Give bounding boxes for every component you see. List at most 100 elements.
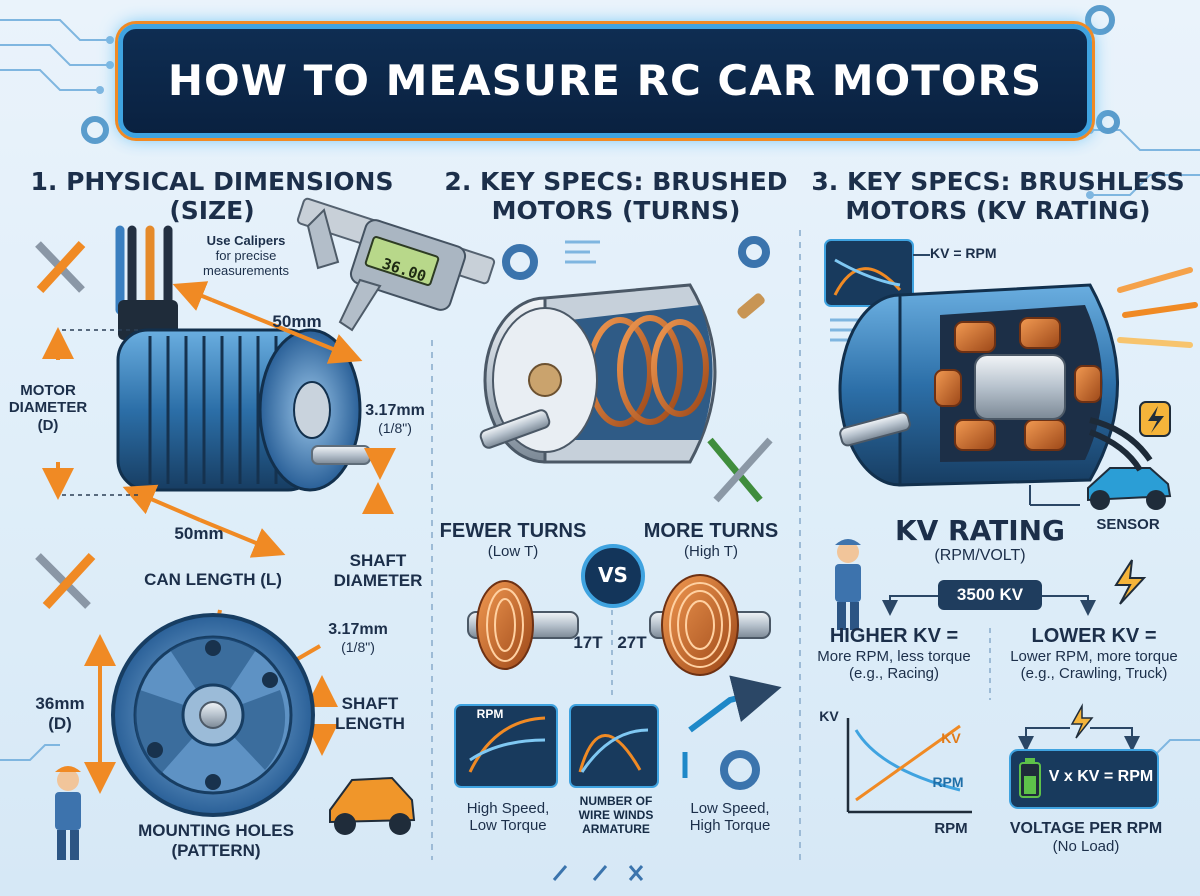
formula-box <box>1009 749 1159 809</box>
calipers-note-line1: Use Calipers <box>206 233 286 248</box>
mounting-holes-line1: MOUNTING HOLES <box>138 821 294 840</box>
kv-rating-sub: (RPM/VOLT) <box>934 547 1026 565</box>
high-speed-caption-line2: Low Torque <box>469 817 547 835</box>
armature-high-turns <box>649 574 771 676</box>
high-turns-value: 27T <box>617 633 647 652</box>
rpm-graph-label: RPM <box>476 707 504 721</box>
higher-kv-line1: More RPM, less torque <box>817 648 971 665</box>
kv-equals-rpm: KV = RPM <box>930 245 997 261</box>
can-length-label: CAN LENGTH (L) <box>144 570 282 589</box>
circuit-traces <box>0 19 1200 761</box>
lower-kv-line2: (e.g., Crawling, Truck) <box>1020 665 1168 683</box>
tools-icon <box>707 437 773 503</box>
motor-diameter-line3: (D) <box>37 416 59 434</box>
kv-example-badge: 3500 KV <box>938 580 1042 610</box>
motor-diameter-line2: DIAMETER <box>8 399 88 417</box>
section-2-heading-line2: MOTORS (TURNS) <box>491 195 741 225</box>
higher-kv-line2: (e.g., Racing) <box>848 665 940 683</box>
voltage-per-rpm-sub: (No Load) <box>1052 838 1120 856</box>
more-turns-label: MORE TURNS (High T) <box>636 520 786 560</box>
low-speed-caption: Low Speed, High Torque <box>668 800 792 835</box>
calipers <box>296 197 496 332</box>
kv-mini-graph <box>824 239 914 307</box>
kv-rating-title: KV RATING <box>894 514 1066 547</box>
brushless-motor-cutaway <box>838 283 1153 487</box>
section-2-heading: 2. KEY SPECS: BRUSHED MOTORS (TURNS) <box>436 167 796 226</box>
armature-low-turns <box>467 580 579 670</box>
higher-kv-title: HIGHER KV = <box>829 625 959 647</box>
speed-streaks <box>1117 267 1198 348</box>
top-length-label: 50mm <box>272 312 322 331</box>
kv-chart-kv-line-label: KV <box>941 730 961 746</box>
wire-winds-caption-line2: WIRE WINDS <box>578 807 654 822</box>
lower-kv-title: LOWER KV = <box>1031 625 1157 647</box>
shaft-size-top-sub: (1/8") <box>378 420 412 437</box>
shaft-diameter-line2: DIAMETER <box>333 570 423 590</box>
fewer-turns-title: FEWER TURNS <box>439 520 587 542</box>
more-turns-title: MORE TURNS <box>643 520 779 542</box>
motor-diameter-line1: MOTOR <box>20 382 76 399</box>
kv-chart-rpm-line-label: RPM <box>932 774 964 790</box>
gear-icon <box>502 236 770 790</box>
kv-rating-block: KV RATING (RPM/VOLT) <box>880 514 1080 566</box>
mechanic-figure-right <box>835 539 861 630</box>
wire-winds-caption-line3: ARMATURE <box>582 821 650 836</box>
calipers-note-line3: measurements <box>203 262 289 278</box>
fewer-turns-label: FEWER TURNS (Low T) <box>438 520 588 560</box>
section-3-heading-line2: MOTORS (KV RATING) <box>845 195 1151 225</box>
battery-icon <box>1019 758 1041 798</box>
lightning-icon <box>1139 401 1171 437</box>
shaft-size-top-value: 3.17mm <box>365 402 425 419</box>
bottom-length-label: 50mm <box>174 524 224 543</box>
section-3-heading-line1: 3. KEY SPECS: BRUSHLESS <box>811 167 1185 196</box>
torque-graph-middle <box>569 704 659 788</box>
shaft-size-face: 3.17mm (1/8") <box>318 621 398 655</box>
wrench-icon <box>35 240 86 294</box>
kv-chart-y-label: KV <box>819 708 839 724</box>
more-turns-sub: (High T) <box>684 543 738 560</box>
motor-side-view <box>116 328 371 492</box>
rc-car-icon-blue <box>1087 467 1172 510</box>
section-1-heading-line1: 1. PHYSICAL DIMENSIONS <box>30 167 394 196</box>
motor-wires <box>115 225 173 315</box>
vs-label: VS <box>598 563 628 587</box>
face-diameter-sub: (D) <box>48 713 72 733</box>
shaft-diameter-line1: SHAFT <box>349 551 407 570</box>
title-banner: HOW TO MEASURE RC CAR MOTORS <box>118 24 1092 138</box>
gear-icon <box>81 5 1120 144</box>
high-speed-caption-line1: High Speed, <box>466 800 550 817</box>
screwdriver-icon <box>35 552 96 610</box>
shaft-size-top: 3.17mm (1/8") <box>360 402 430 436</box>
voltage-per-rpm-title: VOLTAGE PER RPM <box>1009 820 1163 837</box>
kv-rpm-chart <box>846 718 972 814</box>
high-speed-caption: High Speed, Low Torque <box>448 800 568 835</box>
footer-tools-icon <box>552 865 644 881</box>
lower-kv-block: LOWER KV = Lower RPM, more torque (e.g.,… <box>996 625 1192 683</box>
section-3-heading: 3. KEY SPECS: BRUSHLESS MOTORS (KV RATIN… <box>808 167 1188 226</box>
shaft-size-face-sub: (1/8") <box>341 639 375 656</box>
face-diameter-label: 36mm (D) <box>28 694 92 733</box>
vs-badge <box>581 544 645 608</box>
mounting-holes-label: MOUNTING HOLES (PATTERN) <box>118 821 314 860</box>
low-speed-caption-line1: Low Speed, <box>690 800 770 817</box>
face-diameter-value: 36mm <box>35 694 85 713</box>
low-turns-value: 17T <box>573 633 603 652</box>
higher-kv-block: HIGHER KV = More RPM, less torque (e.g.,… <box>804 625 984 683</box>
mounting-holes-line2: (PATTERN) <box>171 840 261 860</box>
shaft-diameter-label: SHAFT DIAMETER <box>328 551 428 590</box>
rc-car-icon-orange <box>329 776 416 835</box>
trend-arrow <box>688 675 782 733</box>
kv-chart-x-label: RPM <box>934 820 968 837</box>
text-lines-icon <box>565 240 600 264</box>
shaft-length-label: SHAFT LENGTH <box>330 694 410 733</box>
calipers-note: Use Calipers for precise measurements <box>196 233 296 279</box>
brushed-motor-cutaway <box>479 283 765 464</box>
mechanic-figure-left <box>55 766 81 860</box>
lightning-icon <box>1114 559 1147 605</box>
rpm-graph-left <box>454 704 558 788</box>
shaft-size-face-value: 3.17mm <box>328 621 388 638</box>
shaft-length-line1: SHAFT <box>341 694 399 713</box>
page-title: HOW TO MEASURE RC CAR MOTORS <box>167 56 1043 105</box>
section-1-heading-line2: (SIZE) <box>169 195 255 225</box>
